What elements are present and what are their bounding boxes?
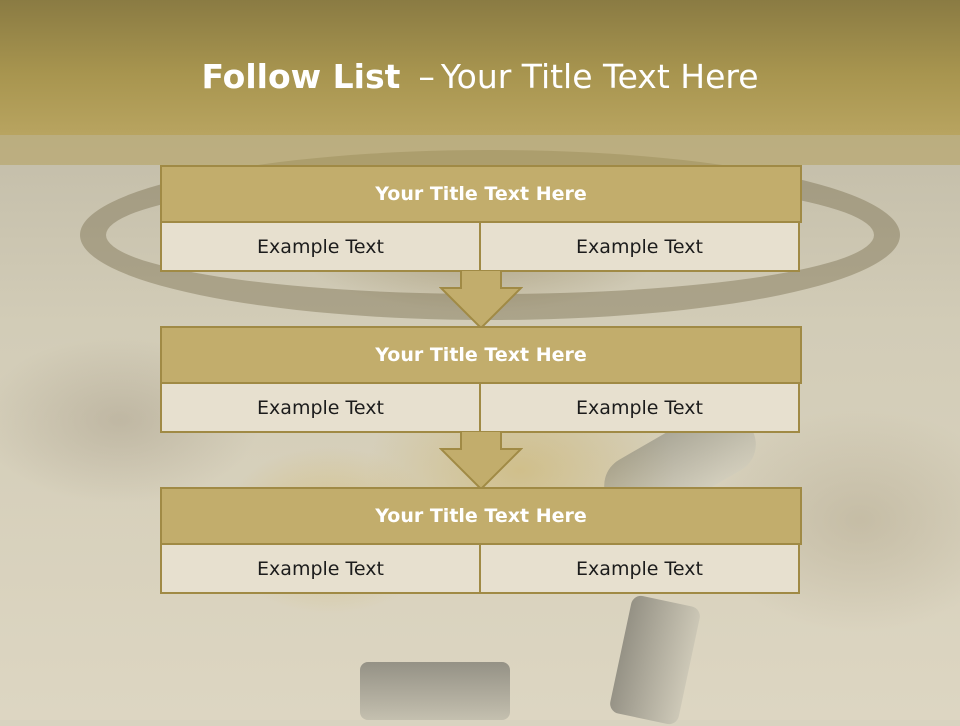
block-cell-right[interactable]: Example Text [479, 221, 800, 272]
block-cell-right[interactable]: Example Text [479, 543, 800, 594]
block-cell-right[interactable]: Example Text [479, 382, 800, 433]
background-bottle-shape-2 [360, 662, 510, 720]
block-cell-left[interactable]: Example Text [160, 221, 481, 272]
slide-title: Follow List–Your Title Text Here [0, 55, 960, 99]
block-title[interactable]: Your Title Text Here [160, 326, 802, 384]
title-header-band [0, 0, 960, 135]
block-title[interactable]: Your Title Text Here [160, 165, 802, 223]
slide-title-separator: – [418, 57, 435, 96]
block-title[interactable]: Your Title Text Here [160, 487, 802, 545]
down-arrow-icon [439, 270, 523, 330]
block-cell-left[interactable]: Example Text [160, 382, 481, 433]
block-cell-left[interactable]: Example Text [160, 543, 481, 594]
down-arrow-icon [439, 431, 523, 491]
header-strip [0, 135, 960, 165]
slide-title-bold: Follow List [201, 57, 401, 96]
slide-title-rest: Your Title Text Here [440, 57, 759, 96]
